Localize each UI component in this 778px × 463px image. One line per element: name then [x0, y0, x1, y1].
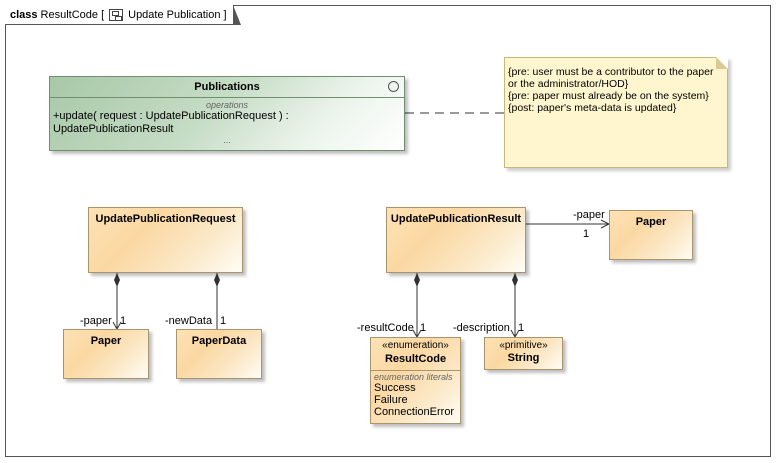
frame-header: class ResultCode [ Update Publication ]: [5, 5, 241, 25]
interface-circle-icon: [388, 81, 399, 92]
diagram-frame: [5, 5, 771, 457]
publications-interface[interactable]: Publications operations +update( request…: [49, 76, 405, 151]
paper-class-right[interactable]: Paper: [609, 210, 693, 260]
primitive-stereotype: «primitive»: [499, 340, 548, 351]
note-fold-corner: [716, 57, 728, 69]
frame-diagram-name: Update Publication: [128, 8, 221, 21]
frame-keyword: class: [10, 8, 38, 21]
update-operation[interactable]: +update( request : UpdatePublicationRequ…: [53, 110, 289, 135]
interface-name: Publications: [50, 77, 404, 98]
role-label: -paper: [573, 209, 605, 221]
frame-name: ResultCode [: [40, 8, 105, 21]
update-publication-request-class[interactable]: UpdatePublicationRequest: [88, 207, 243, 273]
operations-compartment-label: operations: [205, 100, 249, 110]
enumeration-header: «enumeration» ResultCode: [371, 338, 460, 371]
update-publication-result-class[interactable]: UpdatePublicationResult: [386, 207, 526, 273]
string-primitive-class[interactable]: «primitive» String: [484, 337, 563, 370]
resultcode-enumeration[interactable]: «enumeration» ResultCode enumeration lit…: [370, 337, 461, 424]
frame-close-bracket: ]: [223, 8, 227, 21]
multiplicity-label: 1: [120, 315, 127, 327]
multiplicity-label: 1: [518, 322, 525, 334]
class-diagram-icon: [109, 8, 124, 21]
enum-literal[interactable]: ConnectionError: [374, 406, 455, 418]
multiplicity-label: 1: [420, 322, 427, 334]
enumeration-stereotype: «enumeration»: [382, 340, 449, 351]
multiplicity-label: 1: [583, 228, 590, 240]
class-name: String: [507, 352, 540, 364]
composition-diamond-result-string: [512, 273, 518, 287]
enumeration-name: ResultCode: [384, 353, 447, 365]
class-name: Paper: [90, 335, 122, 347]
operations-more: ...: [223, 135, 231, 145]
role-label: -description: [453, 322, 510, 334]
enum-literal[interactable]: Success: [374, 382, 416, 394]
note-line-3: {pre: paper must already be on the syste…: [508, 90, 709, 102]
role-label: -paper: [80, 315, 112, 327]
composition-diamond-request-paperdata: [214, 273, 220, 287]
multiplicity-label: 1: [220, 315, 227, 327]
constraint-note[interactable]: {pre: user must be a contributor to the …: [504, 57, 728, 168]
paperdata-class[interactable]: PaperData: [176, 329, 262, 379]
paper-class-left[interactable]: Paper: [63, 329, 149, 379]
note-line-2: or the administrator/HOD}: [508, 78, 629, 90]
literals-compartment-label: enumeration literals: [374, 372, 453, 382]
note-line-4: {post: paper's meta-data is updated}: [508, 102, 677, 114]
composition-diamond-result-resultcode: [414, 273, 420, 287]
composition-diamond-request-paper: [114, 273, 120, 287]
enum-literal[interactable]: Failure: [374, 394, 408, 406]
class-name: Paper: [635, 216, 667, 228]
role-label: -resultCode: [357, 322, 414, 334]
role-label: -newData: [165, 315, 213, 327]
class-name: UpdatePublicationResult: [390, 213, 522, 225]
note-line-1: {pre: user must be a contributor to the …: [508, 66, 714, 78]
class-name: PaperData: [191, 335, 247, 347]
class-name: UpdatePublicationRequest: [95, 213, 236, 225]
